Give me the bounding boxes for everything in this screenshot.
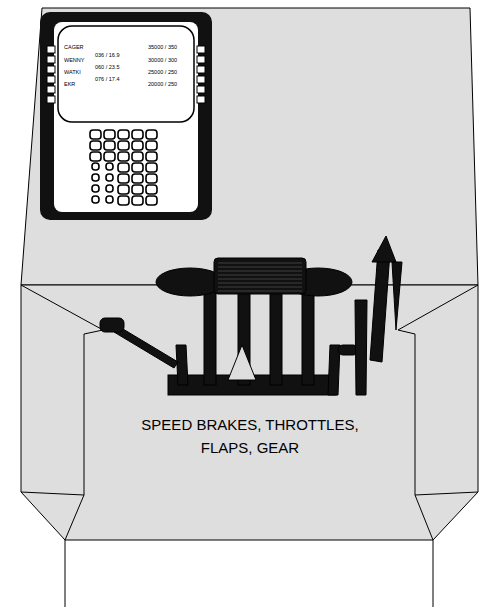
key <box>118 196 129 205</box>
key <box>92 174 99 181</box>
knurl-line <box>218 275 302 276</box>
fmc-face <box>54 22 198 212</box>
line-select-key <box>197 76 205 83</box>
key <box>132 185 143 194</box>
key <box>146 196 157 205</box>
key <box>106 196 113 203</box>
key <box>106 185 113 192</box>
key <box>146 174 157 183</box>
fmc-screen <box>58 26 194 122</box>
screen-text: 036 / 16.9 <box>95 53 119 59</box>
line-select-key <box>47 96 55 103</box>
knurl-line <box>218 263 302 264</box>
line-select-key <box>47 86 55 93</box>
line-select-key <box>197 96 205 103</box>
line-select-key <box>47 46 55 53</box>
left-bevel <box>21 285 103 540</box>
line-select-key <box>197 56 205 63</box>
key <box>92 185 99 192</box>
panel-label: SPEED BRAKES, THROTTLES, FLAPS, GEAR <box>115 413 385 460</box>
knurl-line <box>218 283 302 284</box>
key <box>146 130 157 139</box>
knurl-line <box>218 267 302 268</box>
line-select-key <box>47 76 55 83</box>
key <box>92 163 99 170</box>
screen-text: CAGER <box>64 45 84 51</box>
key <box>132 174 143 183</box>
screen-text: 30000 / 300 <box>148 58 177 64</box>
lower-box-right <box>433 540 434 607</box>
screen-text: 060 / 23.5 <box>95 65 119 71</box>
key <box>104 152 115 161</box>
screen-text: 076 / 17.4 <box>95 77 119 83</box>
fmc-bezel <box>40 12 212 220</box>
grip-knurling <box>218 263 302 291</box>
line-select-key <box>47 56 55 63</box>
flap-handle <box>372 236 396 262</box>
key <box>146 163 157 172</box>
throttle-quadrant <box>100 236 402 395</box>
quadrant-gap <box>228 345 256 380</box>
line-select-key <box>197 46 205 53</box>
throttle-stem <box>204 290 216 385</box>
throttle-grip <box>214 258 306 294</box>
pedestal-top <box>21 8 478 285</box>
speedbrake-lever <box>114 326 178 368</box>
key <box>132 196 143 205</box>
key <box>92 196 99 203</box>
pedestal-front <box>21 285 478 540</box>
knurl-line <box>218 287 302 288</box>
keypad <box>90 130 157 205</box>
throttle-stem <box>270 292 282 385</box>
right-edge <box>415 492 478 495</box>
key <box>146 141 157 150</box>
key <box>106 163 113 170</box>
key <box>118 130 129 139</box>
screen-text: WENNY <box>64 58 84 64</box>
screen-text: EKR <box>64 82 75 88</box>
knurl-line <box>218 279 302 280</box>
flap-lever <box>370 250 390 362</box>
speedbrake-stem <box>176 345 188 385</box>
key <box>118 185 129 194</box>
key <box>146 152 157 161</box>
key <box>90 130 101 139</box>
key <box>132 163 143 172</box>
key <box>132 130 143 139</box>
right-bevel <box>398 285 478 540</box>
left-edge <box>21 492 84 495</box>
key <box>132 141 143 150</box>
screen-text: 20000 / 250 <box>148 82 177 88</box>
key <box>118 141 129 150</box>
flap-stem <box>355 300 367 395</box>
key <box>104 141 115 150</box>
screen-text: WATKI <box>64 70 81 76</box>
flap-gate <box>392 262 402 330</box>
key <box>132 152 143 161</box>
key <box>118 163 129 172</box>
line-select-key <box>197 86 205 93</box>
lower-box-left <box>65 540 66 607</box>
key <box>146 185 157 194</box>
line-select-key <box>197 66 205 73</box>
screen-text: 25000 / 250 <box>148 70 177 76</box>
knurl-line <box>218 291 302 292</box>
lower-box <box>66 541 432 607</box>
knurl-line <box>218 271 302 272</box>
key <box>104 130 115 139</box>
line-select-keys <box>47 46 205 103</box>
screen-text: 35000 / 350 <box>148 45 177 51</box>
key <box>90 152 101 161</box>
key <box>118 152 129 161</box>
line-select-key <box>47 66 55 73</box>
throttle-stem <box>302 290 314 385</box>
speedbrake-handle <box>100 318 124 332</box>
key <box>90 141 101 150</box>
key <box>118 174 129 183</box>
key <box>106 174 113 181</box>
